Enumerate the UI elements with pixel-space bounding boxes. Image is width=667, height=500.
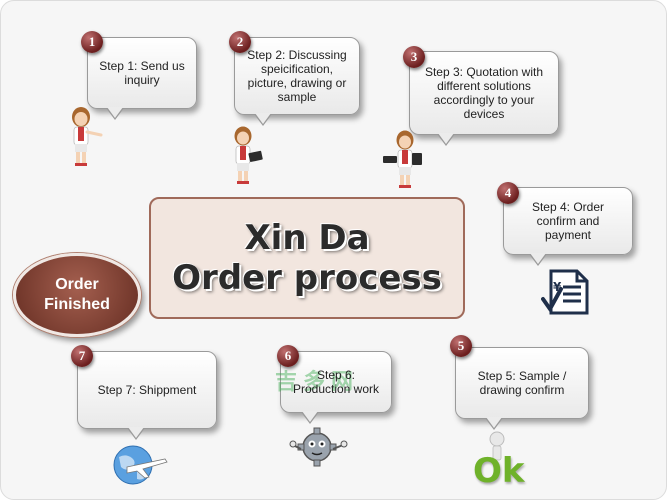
title-line-2: Order process <box>172 258 442 298</box>
finished-line-2: Finished <box>44 296 110 313</box>
step-3-badge: 3 <box>403 46 425 68</box>
step-1-badge: 1 <box>81 31 103 53</box>
step-2-badge: 2 <box>229 31 251 53</box>
step-1-label: Step 1: Send us inquiry <box>99 59 185 87</box>
step-7-bubble: Step 7: Shippment <box>77 351 217 429</box>
step-5-bubble: Step 5: Sample / drawing confirm <box>455 347 589 419</box>
step-6-label: Step 6: Production work <box>292 368 380 396</box>
order-finished-badge: Order Finished <box>13 253 141 337</box>
step-4-bubble: Step 4: Order confirm and payment <box>503 187 633 255</box>
step-2-tail-inner <box>255 113 271 124</box>
step-7-badge: 7 <box>71 345 93 367</box>
step-1-bubble: Step 1: Send us inquiry <box>87 37 197 109</box>
step-5-badge: 5 <box>450 335 472 357</box>
step-2-label: Step 2: Discussing speicification, pictu… <box>247 48 347 104</box>
step-2-bubble: Step 2: Discussing speicification, pictu… <box>234 37 360 115</box>
invoice-check-icon: ¥ <box>541 269 589 315</box>
step-3-tail-inner <box>438 133 454 144</box>
ok-figure-icon <box>489 431 505 461</box>
step-3-bubble: Step 3: Quotation with different solutio… <box>409 51 559 135</box>
step-5-label: Step 5: Sample / drawing confirm <box>477 369 567 397</box>
step-7-tail-inner <box>128 427 144 438</box>
title-line-1: Xin Da <box>244 218 370 258</box>
step-4-tail-inner <box>530 253 546 264</box>
woman-figure-icon <box>72 107 103 166</box>
finished-line-1: Order <box>55 276 99 293</box>
step-1-tail-inner <box>107 107 123 118</box>
step-4-label: Step 4: Order confirm and payment <box>531 200 605 242</box>
step-4-badge: 4 <box>497 182 519 204</box>
woman-tablet-icon <box>234 126 263 184</box>
step-6-bubble: Step 6: Production work <box>280 351 392 413</box>
step-7-label: Step 7: Shippment <box>97 383 197 397</box>
svg-text:¥: ¥ <box>553 280 562 294</box>
watermark: 吉多网 <box>275 370 360 395</box>
ok-text: Ok <box>473 451 525 491</box>
globe-plane-icon <box>113 445 168 485</box>
step-3-label: Step 3: Quotation with different solutio… <box>424 65 544 121</box>
title-box: Xin Da Order process <box>149 197 465 319</box>
step-6-tail-inner <box>302 411 318 422</box>
gear-figure-icon <box>289 427 348 467</box>
step-5-tail-inner <box>486 417 502 428</box>
step-6-badge: 6 <box>277 345 299 367</box>
woman-tablet-icon <box>383 130 422 188</box>
